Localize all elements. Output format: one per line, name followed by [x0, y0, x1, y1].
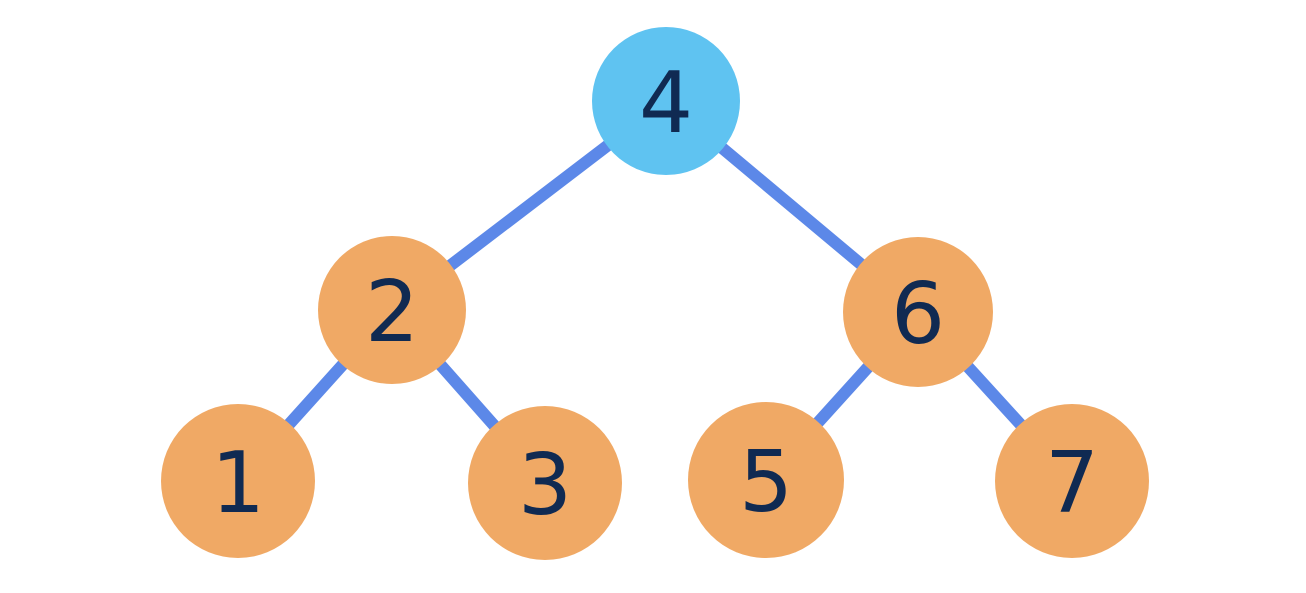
node-circle — [843, 237, 993, 387]
node-label: 6 — [891, 265, 945, 364]
node-circle — [995, 404, 1149, 558]
node-label: 7 — [1045, 434, 1099, 533]
node-circle — [468, 406, 622, 560]
node-circle — [688, 402, 844, 558]
node-circle — [318, 236, 466, 384]
node-label: 1 — [211, 434, 265, 533]
node-circle-highlighted — [592, 27, 740, 175]
node-label: 2 — [365, 263, 419, 362]
node-circle — [161, 404, 315, 558]
tree-node-3: 3 — [468, 406, 622, 560]
node-label: 5 — [739, 433, 793, 532]
node-label: 4 — [639, 54, 693, 153]
tree-node-2: 2 — [318, 236, 466, 384]
tree-node-1: 1 — [161, 404, 315, 558]
tree-node-4: 4 — [592, 27, 740, 175]
tree-node-5: 5 — [688, 402, 844, 558]
tree-node-7: 7 — [995, 404, 1149, 558]
tree-node-6: 6 — [843, 237, 993, 387]
node-label: 3 — [518, 436, 572, 535]
